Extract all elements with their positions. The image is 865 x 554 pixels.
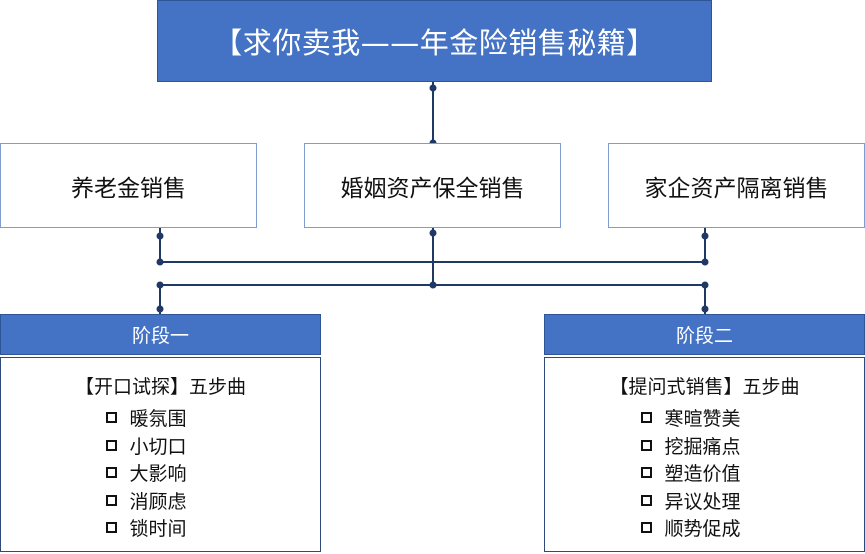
step-item: 塑造价值 xyxy=(640,459,769,487)
checkbox-icon xyxy=(640,439,652,451)
diagram-title: 【求你卖我——年金险销售秘籍】 xyxy=(157,0,712,82)
stage-header-label: 阶段一 xyxy=(131,325,189,347)
step-item: 大影响 xyxy=(105,459,216,487)
stage-one-title: 【开口试探】五步曲 xyxy=(74,376,246,398)
category-label: 养老金销售 xyxy=(71,175,186,202)
category-label: 家企资产隔离销售 xyxy=(644,175,829,202)
stage-two-panel: 【提问式销售】五步曲 寒暄赞美 挖掘痛点 塑造价值 异议处理 xyxy=(544,357,865,552)
step-item: 顺势促成 xyxy=(640,514,769,542)
stage-two-title: 【提问式销售】五步曲 xyxy=(609,376,800,398)
step-item: 暖氛围 xyxy=(105,404,216,432)
checkbox-icon xyxy=(105,439,117,451)
checkbox-icon xyxy=(640,522,652,534)
stage-two-step-list: 寒暄赞美 挖掘痛点 塑造价值 异议处理 顺势促成 xyxy=(545,404,864,542)
step-item: 寒暄赞美 xyxy=(640,404,769,432)
checkbox-icon xyxy=(640,412,652,424)
step-label: 寒暄赞美 xyxy=(664,408,741,431)
step-label: 顺势促成 xyxy=(664,518,741,541)
stage-two-header: 阶段二 xyxy=(544,314,865,355)
step-item: 锁时间 xyxy=(105,514,216,542)
step-item: 挖掘痛点 xyxy=(640,432,769,460)
checkbox-icon xyxy=(105,412,117,424)
step-label: 塑造价值 xyxy=(664,463,741,486)
checkbox-icon xyxy=(640,467,652,479)
category-label: 婚姻资产保全销售 xyxy=(340,175,525,202)
stage-one-step-list: 暖氛围 小切口 大影响 消顾虑 锁时间 xyxy=(1,404,320,542)
step-item: 消顾虑 xyxy=(105,487,216,515)
stage-header-label: 阶段二 xyxy=(675,325,733,347)
checkbox-icon xyxy=(105,467,117,479)
category-box-pension: 养老金销售 xyxy=(0,143,257,228)
step-label: 暖氛围 xyxy=(129,408,187,431)
category-box-family-business-assets: 家企资产隔离销售 xyxy=(608,143,865,228)
stage-one-header: 阶段一 xyxy=(0,314,321,355)
checkbox-icon xyxy=(105,522,117,534)
step-item: 小切口 xyxy=(105,432,216,460)
step-label: 大影响 xyxy=(129,463,187,486)
step-label: 小切口 xyxy=(129,435,187,458)
stage-one-panel: 【开口试探】五步曲 暖氛围 小切口 大影响 消顾虑 xyxy=(0,357,321,552)
step-label: 消顾虑 xyxy=(129,490,187,513)
step-item: 异议处理 xyxy=(640,487,769,515)
step-label: 挖掘痛点 xyxy=(664,435,741,458)
step-label: 异议处理 xyxy=(664,490,741,513)
checkbox-icon xyxy=(105,494,117,506)
step-label: 锁时间 xyxy=(129,518,187,541)
diagram-title-text: 【求你卖我——年金险销售秘籍】 xyxy=(213,26,656,60)
checkbox-icon xyxy=(640,494,652,506)
category-box-marriage-assets: 婚姻资产保全销售 xyxy=(304,143,561,228)
